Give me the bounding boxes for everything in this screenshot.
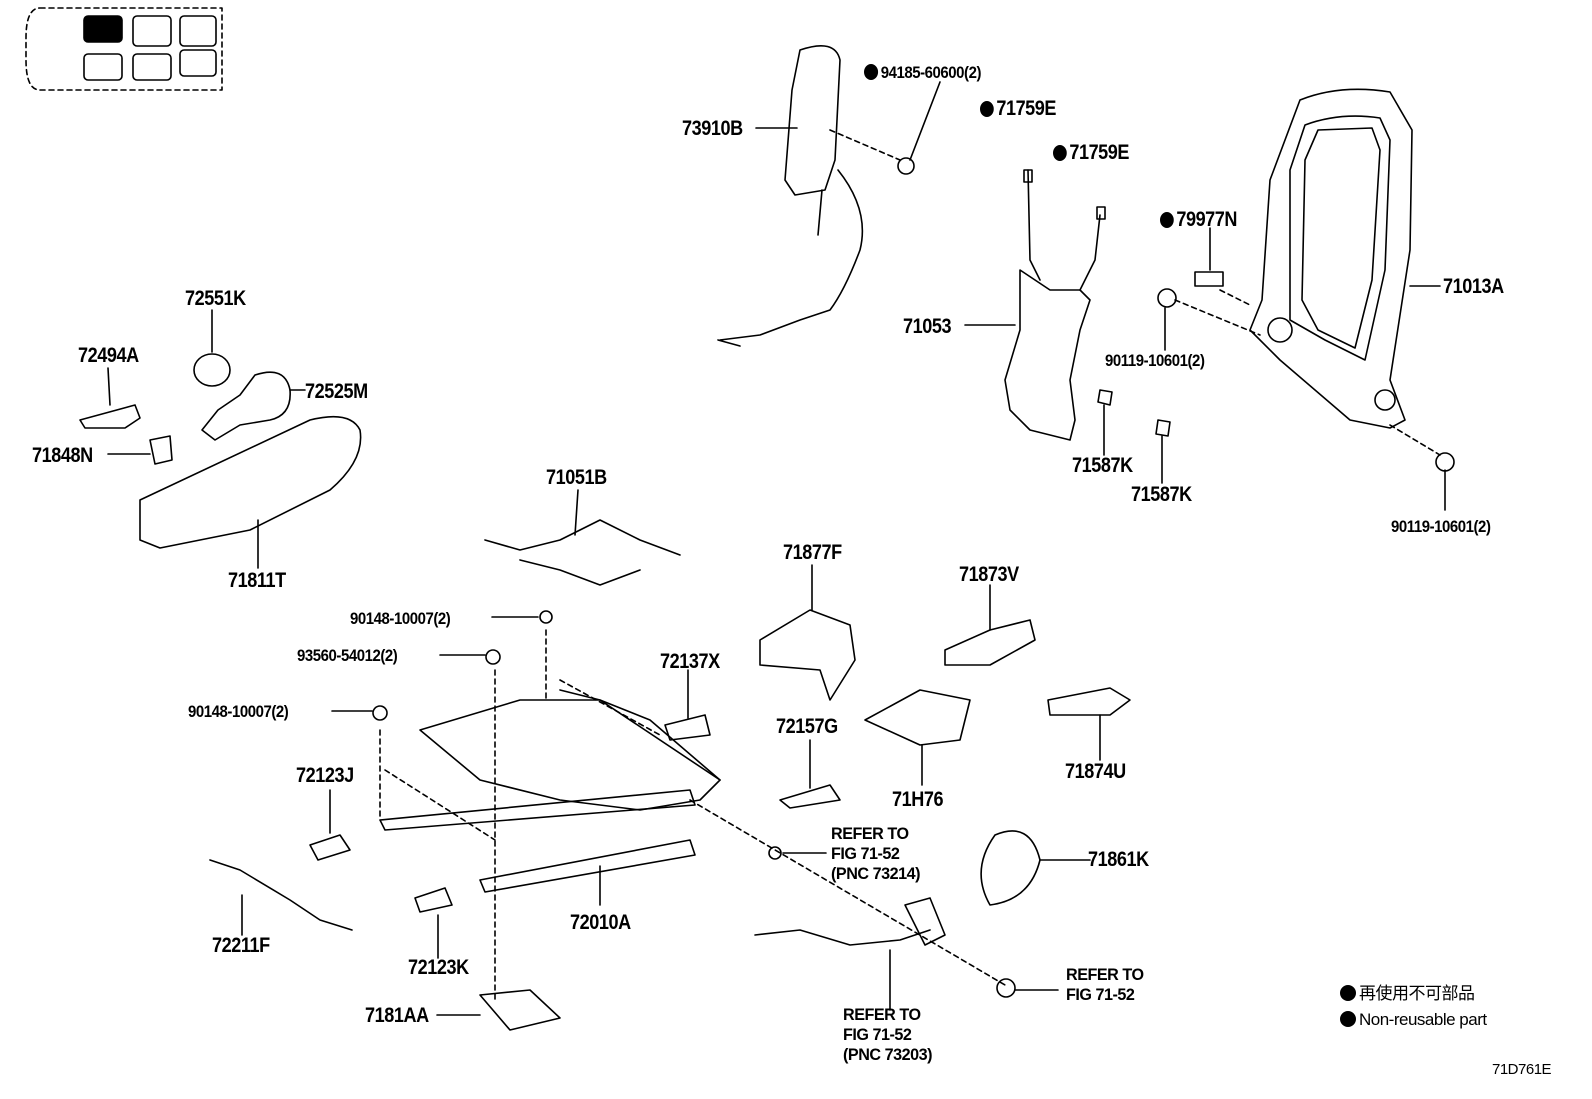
part-label-71759e-a: 71759E: [980, 98, 1056, 119]
non-reusable-dot-icon: [1340, 1011, 1356, 1027]
part-label-72123k: 72123K: [408, 956, 469, 979]
side-airbag-drawing: [717, 44, 941, 347]
part-label-72137x: 72137X: [660, 650, 720, 673]
part-label-71587k-a: 71587K: [1072, 454, 1133, 477]
non-reusable-dot-icon: [864, 64, 879, 80]
part-label-71053: 71053: [903, 315, 952, 338]
part-label-90119-10601-b: 90119-10601(2): [1391, 517, 1491, 536]
seat-cushion-frame-drawing: [379, 629, 1006, 1001]
part-label-71811t: 71811T: [228, 569, 286, 592]
non-reusable-dot-icon: [1340, 985, 1356, 1001]
part-label-71848n: 71848N: [32, 444, 93, 467]
part-label-71h76: 71H76: [892, 788, 944, 811]
part-label-73910b: 73910B: [682, 117, 743, 140]
reference-note-pnc-73203: REFER TO FIG 71-52 (PNC 73203): [843, 1005, 933, 1064]
part-label-72525m: 72525M: [305, 380, 368, 403]
part-label-71013a: 71013A: [1443, 275, 1504, 298]
part-label-90148-10007-b: 90148-10007(2): [188, 702, 289, 721]
reference-note-pnc-73214: REFER TO FIG 71-52 (PNC 73214): [831, 824, 921, 883]
part-label-90119-10601-a: 90119-10601(2): [1105, 351, 1205, 370]
part-label-71873v: 71873V: [959, 563, 1019, 586]
part-label-72157g: 72157G: [776, 715, 838, 738]
legend-en: Non-reusable part: [1340, 1011, 1487, 1028]
seat-harness-drawing: [484, 489, 681, 586]
part-label-93560-54012: 93560-54012(2): [297, 646, 398, 665]
part-label-71759e-b: 71759E: [1053, 142, 1129, 163]
part-label-72211f: 72211F: [212, 934, 270, 957]
part-label-72494a: 72494A: [78, 344, 139, 367]
non-reusable-dot-icon: [980, 101, 994, 117]
part-label-7181aa: 7181AA: [365, 1004, 429, 1027]
part-label-71861k: 71861K: [1088, 848, 1149, 871]
part-label-72123j: 72123J: [296, 764, 354, 787]
non-reusable-dot-icon: [1160, 212, 1174, 228]
seatback-frame-drawing: [1249, 88, 1441, 429]
figure-code: 71D761E: [1492, 1061, 1552, 1078]
frame-bolt-drawings: [331, 610, 553, 721]
side-shield-drawing: [79, 309, 362, 569]
covers-drawing: [209, 564, 1131, 1031]
part-label-94185-60600: 94185-60600(2): [864, 64, 981, 81]
bolt-drawings: [1097, 227, 1455, 511]
non-reusable-dot-icon: [1053, 145, 1067, 161]
part-label-71874u: 71874U: [1065, 760, 1126, 783]
part-label-72551k: 72551K: [185, 287, 246, 310]
seat-belt-buckle-drawing: [754, 846, 1059, 1011]
reference-note-fig-71-52: REFER TO FIG 71-52: [1066, 965, 1144, 1004]
part-label-71877f: 71877F: [783, 541, 842, 564]
part-label-72010a: 72010A: [570, 911, 631, 934]
seat-position-indicator-icon: [25, 7, 223, 91]
seatback-bracket-drawing: [964, 169, 1106, 441]
part-label-90148-10007-a: 90148-10007(2): [350, 609, 451, 628]
legend-jp: 再使用不可部品: [1340, 985, 1475, 1002]
part-label-71051b: 71051B: [546, 466, 607, 489]
part-label-79977n: 79977N: [1160, 209, 1237, 230]
part-label-71587k-b: 71587K: [1131, 483, 1192, 506]
